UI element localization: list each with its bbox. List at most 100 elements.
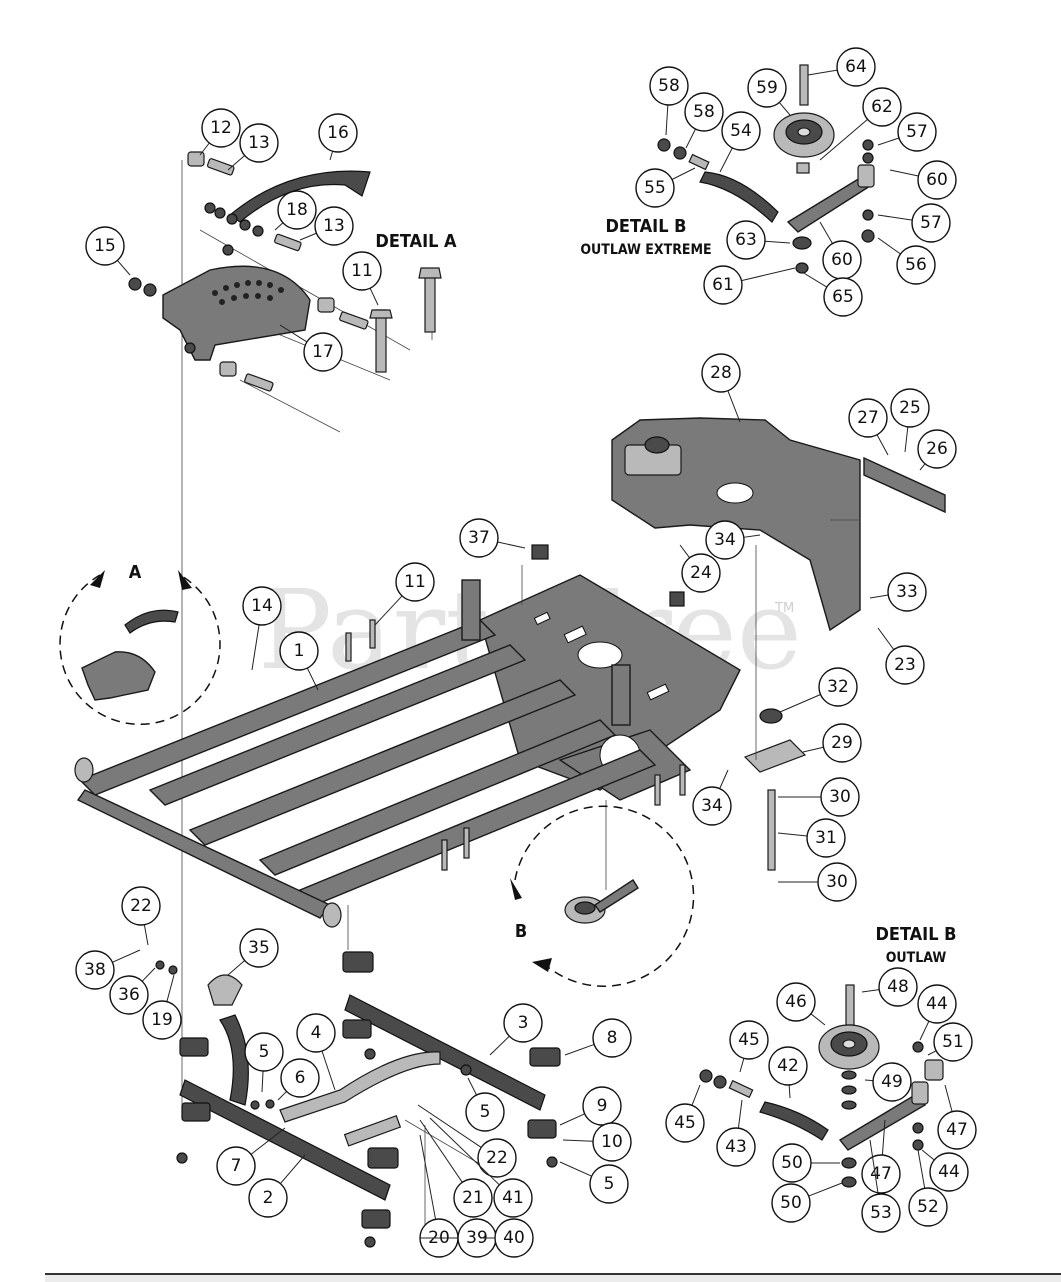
callout-circle (721, 111, 761, 151)
callout-leader-line (559, 1161, 592, 1177)
callout-leader-line (497, 541, 526, 549)
callout-number: 47 (946, 1120, 968, 1140)
part-callout-45: 45 (729, 1020, 769, 1073)
callout-leader-line (329, 151, 334, 161)
part-callout-18: 18 (274, 190, 317, 231)
callout-circle (887, 572, 927, 612)
callout-number: 51 (942, 1032, 964, 1052)
callout-number: 23 (894, 655, 916, 675)
view-b-label: B (515, 921, 527, 942)
callout-number: 36 (118, 985, 140, 1005)
callout-leader-line (321, 1050, 336, 1091)
callout-circle (635, 168, 675, 208)
callout-number: 55 (644, 178, 666, 198)
callout-circle (703, 265, 743, 305)
callout-number: 37 (468, 528, 490, 548)
callout-number: 1 (294, 641, 305, 661)
callout-number: 17 (312, 342, 334, 362)
part-callout-12: 12 (199, 108, 241, 156)
callout-leader-line (802, 746, 824, 753)
callout-circle (75, 950, 115, 990)
callout-circle (861, 1154, 901, 1194)
callout-number: 38 (84, 960, 106, 980)
callout-number: 9 (597, 1096, 608, 1116)
callout-circle (477, 1138, 517, 1178)
callout-number: 4 (311, 1023, 322, 1043)
callout-number: 34 (701, 796, 723, 816)
callout-leader-line (374, 595, 403, 626)
callout-number: 58 (658, 76, 680, 96)
callout-circle (701, 353, 741, 393)
callout-circle (582, 1086, 622, 1126)
callout-number: 39 (466, 1228, 488, 1248)
callout-leader-line (921, 1149, 935, 1161)
callout-number: 60 (831, 250, 853, 270)
callout-circle (239, 928, 279, 968)
callout-circle (280, 1058, 320, 1098)
callout-number: 28 (710, 363, 732, 383)
callout-circle (342, 251, 382, 291)
callout-leader-line (691, 1084, 701, 1106)
part-callout-34: 34 (705, 520, 761, 560)
callout-leader-line (801, 271, 828, 288)
callout-number: 30 (826, 872, 848, 892)
part-callout-57: 57 (877, 112, 937, 152)
callout-circle (885, 645, 925, 685)
callout-circle (823, 277, 863, 317)
callout-leader-line (250, 1127, 286, 1155)
callout-leader-line (861, 989, 880, 993)
callout-circle (822, 723, 862, 763)
detail-b-extreme-assembly (657, 64, 875, 274)
part-callout-27: 27 (848, 398, 889, 456)
lower-linkage-assembly (155, 951, 561, 1248)
callout-leader-line (741, 267, 796, 282)
callout-leader-line (559, 1113, 585, 1126)
callout-number: 7 (231, 1156, 242, 1176)
callout-leader-line (143, 924, 149, 946)
callout-circle (878, 967, 918, 1007)
callout-leader-line (671, 167, 696, 180)
part-callout-4: 4 (296, 1013, 336, 1091)
callout-circle (494, 1218, 534, 1258)
part-callout-50: 50 (771, 1182, 843, 1223)
callout-circle (465, 1092, 505, 1132)
detail-b-outlaw-subtitle: OUTLAW (886, 950, 947, 966)
callout-leader-line (927, 1050, 937, 1056)
part-callout-21: 21 (419, 1119, 493, 1218)
callout-number: 42 (777, 1056, 799, 1076)
part-callout-36: 36 (109, 967, 156, 1015)
callout-number: 14 (251, 596, 273, 616)
detail-b-extreme-subtitle: OUTLAW EXTREME (580, 242, 711, 258)
part-callout-2: 2 (248, 1154, 306, 1218)
part-callout-25: 25 (890, 388, 930, 453)
callout-circle (768, 1046, 808, 1086)
callout-leader-line (685, 128, 696, 149)
part-callout-39: 39 (420, 1218, 497, 1258)
part-callout-46: 46 (776, 982, 826, 1026)
callout-number: 18 (286, 200, 308, 220)
detail-a-title: DETAIL A (375, 231, 457, 252)
callout-leader-line (419, 1134, 437, 1220)
part-callout-53: 53 (861, 1139, 901, 1233)
view-a-label: A (129, 562, 142, 583)
part-callout-44: 44 (917, 984, 957, 1041)
callout-number: 11 (351, 261, 373, 281)
callout-number: 13 (323, 216, 345, 236)
callout-number: 11 (404, 572, 426, 592)
callout-circle (862, 87, 902, 127)
part-callout-16: 16 (318, 113, 358, 161)
callout-circle (896, 245, 936, 285)
callout-leader-line (277, 1091, 287, 1101)
callout-circle (716, 1127, 756, 1167)
callout-leader-line (917, 1149, 926, 1189)
trademark-text: TM (774, 601, 794, 616)
callout-number: 58 (693, 102, 715, 122)
callout-leader-line (141, 967, 156, 982)
part-callout-47: 47 (937, 1084, 977, 1150)
part-callout-20: 20 (419, 1134, 459, 1258)
part-callout-26: 26 (917, 429, 957, 471)
part-callout-37: 37 (459, 518, 526, 558)
detail-a-assembly (128, 151, 442, 1110)
callout-leader-line (919, 463, 926, 471)
callout-circle (890, 388, 930, 428)
